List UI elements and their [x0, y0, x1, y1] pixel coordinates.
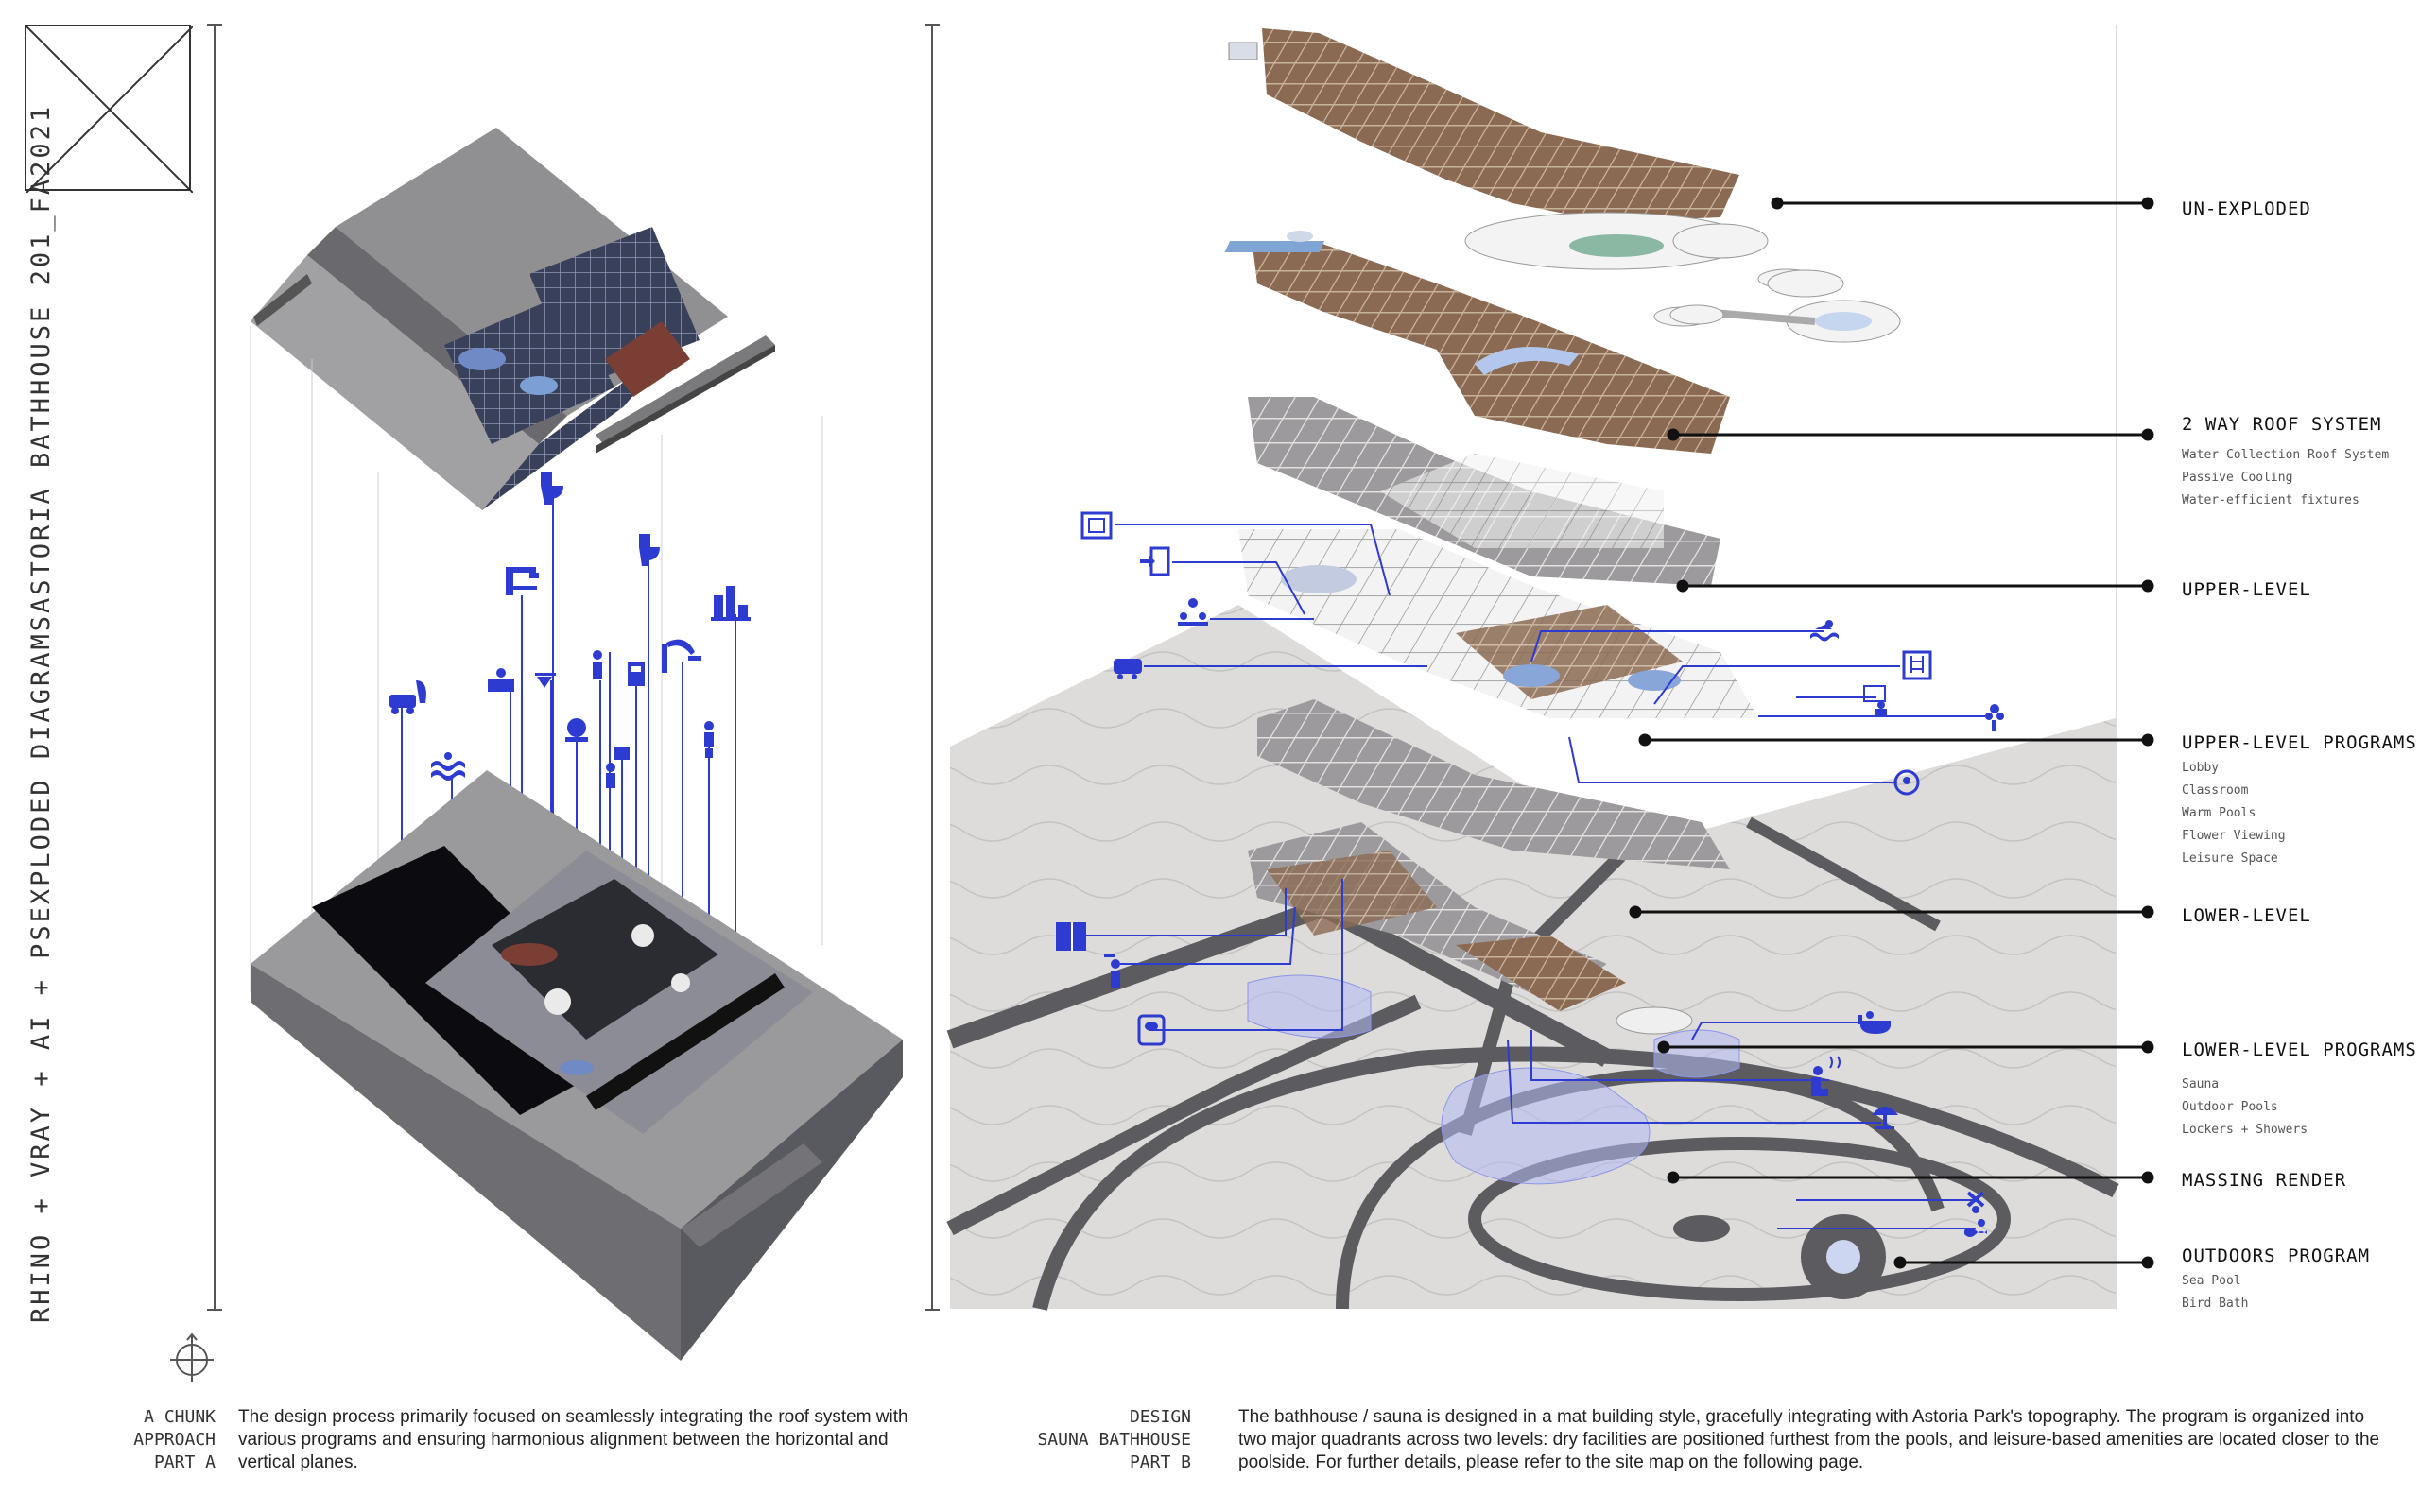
- caption-a-label: A CHUNK APPROACH PART A: [95, 1406, 216, 1474]
- shower-icon: [506, 567, 539, 595]
- layer-sub: Sea Pool: [2182, 1274, 2241, 1288]
- layer-title: LOWER-LEVEL: [2182, 905, 2311, 926]
- bus-icon: [1114, 659, 1142, 679]
- layer-sub: Lockers + Showers: [2182, 1123, 2308, 1137]
- layer-title: 2 WAY ROOF SYSTEM: [2182, 414, 2382, 435]
- sauna-icon: [565, 718, 588, 742]
- part-a-icons: [389, 472, 751, 788]
- dim-tick: [925, 1309, 940, 1311]
- left-dimension-line: [214, 25, 216, 1310]
- logo-placeholder: [25, 25, 193, 193]
- part-a-roof-chunk: [251, 128, 775, 510]
- layer-sub: Warm Pools: [2182, 806, 2256, 820]
- massing-render-volumes: [1247, 974, 1740, 1185]
- caption-a-label-line: A CHUNK: [144, 1407, 216, 1427]
- shower-icon: [662, 639, 701, 673]
- part-a-base-chunk: [251, 770, 903, 1361]
- sauna-icon: [488, 668, 514, 692]
- north-marker-icon: [170, 1332, 214, 1382]
- layer-title: MASSING RENDER: [2182, 1170, 2347, 1191]
- bird-icon: [1966, 1191, 1985, 1213]
- upper-level-layer: [1238, 529, 1758, 718]
- caption-b-label: DESIGN SAUNA BATHHOUSE PART B: [1002, 1406, 1191, 1474]
- middle-dimension-line: [931, 25, 933, 1310]
- person-icon: [704, 721, 714, 758]
- roof-system-layer: [1224, 231, 1901, 454]
- toilet-icon: [1137, 1014, 1166, 1046]
- shower-person-icon: [1104, 954, 1120, 988]
- layer-title: UPPER-LEVEL: [2182, 579, 2311, 600]
- structural-frame-layer: [1248, 397, 1720, 586]
- part-b-program-leaders: [1073, 524, 1985, 1229]
- part-b-program-icons: [1056, 511, 2004, 1237]
- toilet-icon: [541, 472, 563, 505]
- caption-b-label-line: SAUNA BATHHOUSE: [1037, 1430, 1191, 1450]
- layer-label-massing-render: MASSING RENDER: [2182, 1170, 2346, 1191]
- part-a-vertical-guides: [250, 326, 823, 992]
- layer-label-lower-level: LOWER-LEVEL: [2182, 905, 2311, 926]
- layer-title: UN-EXPLODED: [2182, 198, 2311, 219]
- exit-icon: [1140, 546, 1170, 576]
- door-icon: [1080, 511, 1113, 540]
- classroom-icon: [1178, 598, 1208, 626]
- caption-b-label-line: DESIGN: [1129, 1407, 1191, 1427]
- caption-b-label-line: PART B: [1129, 1452, 1191, 1472]
- layer-sub: Outdoor Pools: [2182, 1100, 2278, 1114]
- leisure-icon: [1893, 769, 1920, 796]
- dim-tick: [207, 24, 222, 26]
- locker-icon: [614, 747, 630, 760]
- layer-title: LOWER-LEVEL PROGRAMS: [2182, 1040, 2417, 1060]
- caption-a-label-line: PART A: [153, 1452, 216, 1472]
- layer-sub: Leisure Space: [2182, 851, 2278, 866]
- layer-label-upper-level: UPPER-LEVEL: [2182, 579, 2311, 600]
- lower-level-layer: [1248, 699, 1730, 1035]
- sauna-person-icon: [1811, 1056, 1841, 1096]
- swimmer-icon: [1810, 620, 1839, 642]
- layer-sub: Water-efficient fixtures: [2182, 493, 2360, 507]
- layer-label-upper-programs: UPPER-LEVEL PROGRAMS Lobby Classroom War…: [2182, 732, 2417, 870]
- layer-sub: Bird Bath: [2182, 1297, 2249, 1311]
- layer-sub: Sauna: [2182, 1077, 2220, 1091]
- layer-sub: Flower Viewing: [2182, 829, 2286, 843]
- caption-a-text: The design process primarily focused on …: [238, 1407, 908, 1472]
- locker-icon: [628, 662, 645, 686]
- layer-title: OUTDOORS PROGRAM: [2182, 1246, 2371, 1266]
- layer-title: UPPER-LEVEL PROGRAMS: [2182, 732, 2417, 753]
- layer-sub: Classroom: [2182, 783, 2249, 798]
- caption-a-label-line: APPROACH: [133, 1430, 216, 1450]
- layer-label-roof-system: 2 WAY ROOF SYSTEM Water Collection Roof …: [2182, 414, 2389, 512]
- label-leaders: [1629, 197, 2154, 1269]
- dim-tick: [925, 24, 940, 26]
- layer-label-lower-programs: LOWER-LEVEL PROGRAMS Sauna Outdoor Pools…: [2182, 1040, 2417, 1142]
- dim-tick: [207, 1309, 222, 1311]
- right-guide-line: [2116, 25, 2117, 1310]
- bather-icon: [535, 673, 556, 688]
- person-icon: [593, 650, 602, 679]
- layer-label-outdoors-program: OUTDOORS PROGRAM Sea Pool Bird Bath: [2182, 1246, 2370, 1315]
- bathtub-icon: [1858, 1011, 1891, 1034]
- layer-label-unexploded: UN-EXPLODED: [2182, 198, 2311, 219]
- person-icon: [606, 763, 615, 788]
- bus-icon: [389, 680, 426, 714]
- layer-sub: Lobby: [2182, 761, 2220, 775]
- swim-icon: [1964, 1219, 1987, 1237]
- caption-b-text: The bathhouse / sauna is designed in a m…: [1238, 1407, 2380, 1472]
- layer-sub: Passive Cooling: [2182, 471, 2293, 485]
- unexploded-model: [1228, 28, 1844, 325]
- pool-icon: [431, 752, 465, 781]
- layer-sub: Water Collection Roof System: [2182, 448, 2390, 462]
- locker-icon: [1056, 922, 1086, 951]
- classroom-board-icon: [1863, 685, 1887, 716]
- toilet-icon: [639, 534, 660, 566]
- flower-icon: [1985, 704, 2004, 731]
- pool-ladder-icon: [1902, 650, 1932, 680]
- city-icon: [711, 586, 751, 621]
- outdoor-pool-icon: [1872, 1107, 1898, 1129]
